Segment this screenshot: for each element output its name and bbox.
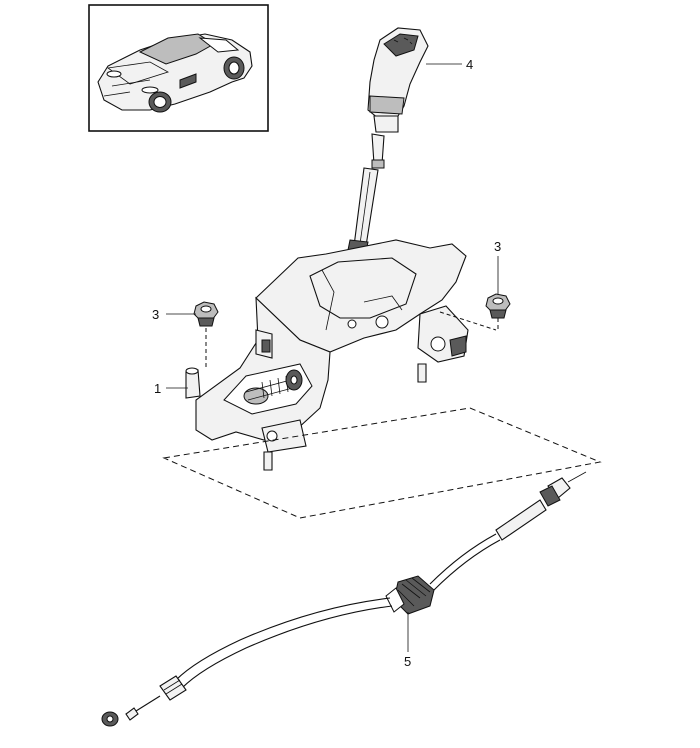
shift-cable [101, 471, 587, 727]
callout-3-nut-right: 3 [494, 239, 501, 254]
callout-1-housing: 1 [154, 381, 161, 396]
callout-3-nut-left: 3 [152, 307, 159, 322]
car-illustration-icon [97, 33, 253, 113]
reference-plane-outline [162, 407, 602, 519]
callout-5-cable: 5 [404, 654, 411, 669]
nut-left [193, 301, 219, 368]
vehicle-thumbnail [88, 4, 269, 132]
nut-right [485, 293, 511, 332]
selector-housing [185, 239, 497, 471]
callout-4-gear-knob: 4 [466, 57, 473, 72]
spring-mechanism [243, 369, 303, 405]
gear-knob [367, 27, 429, 169]
